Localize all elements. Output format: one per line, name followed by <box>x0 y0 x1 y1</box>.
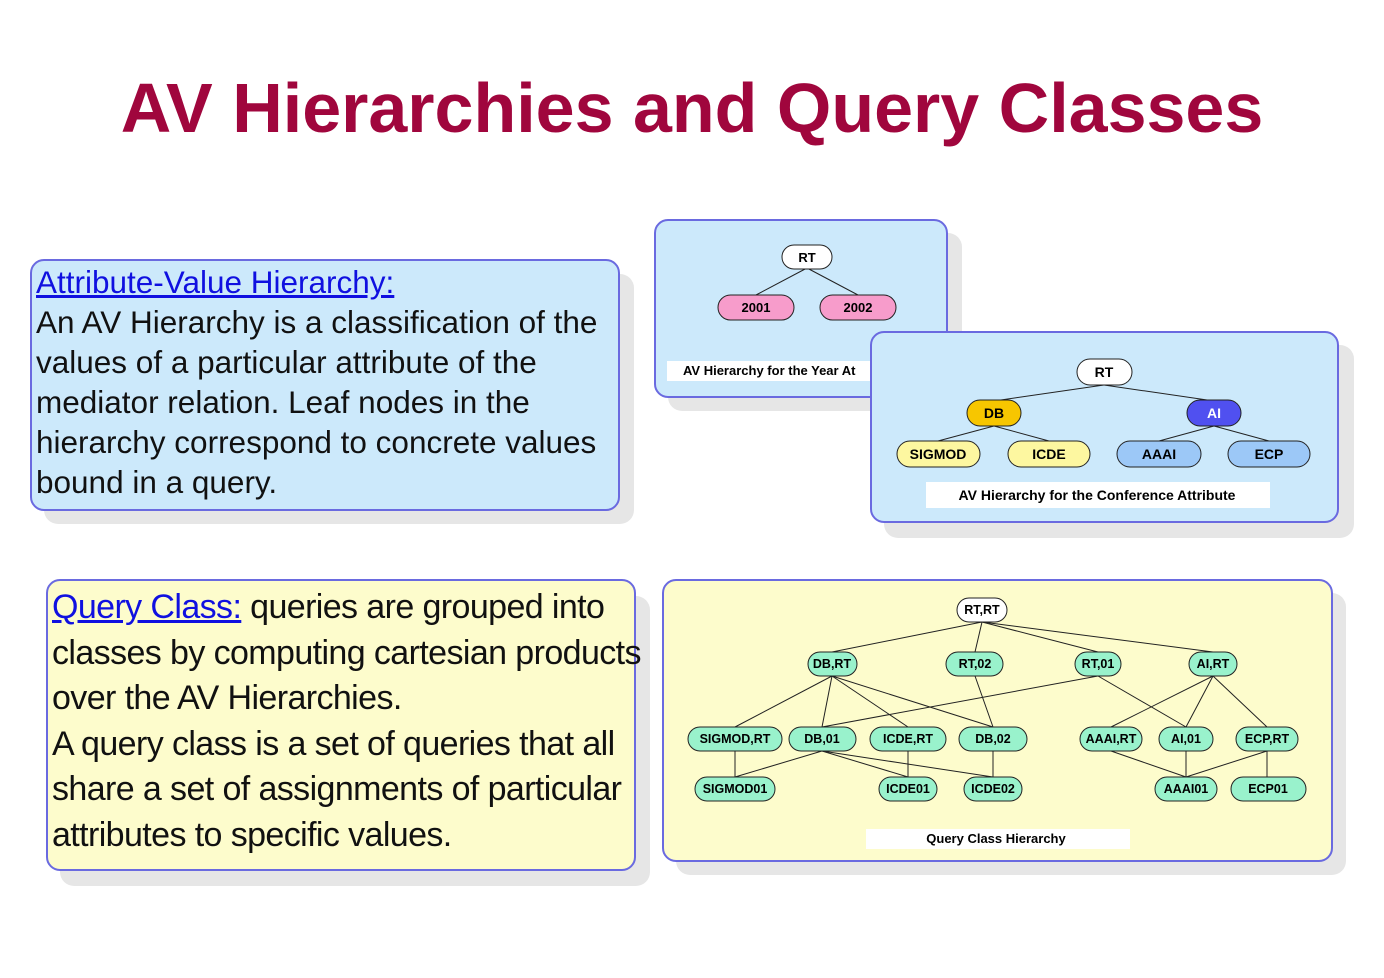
av-definition-text: Attribute-Value Hierarchy: An AV Hierarc… <box>36 262 626 502</box>
svg-text:DB: DB <box>984 405 1004 421</box>
svg-text:AAAI,RT: AAAI,RT <box>1086 732 1137 746</box>
svg-text:AAAI01: AAAI01 <box>1164 782 1209 796</box>
svg-text:SIGMOD01: SIGMOD01 <box>703 782 768 796</box>
qc-node-rt-02: RT,02 <box>945 651 1004 677</box>
svg-text:RT: RT <box>798 250 815 265</box>
av-definition-box <box>30 259 620 511</box>
qc-body-lead: queries are grouped into classes by comp… <box>52 588 642 717</box>
qc-hierarchy-diagram: RT,RT DB,RT RT,02 RT,01 AI,RT SIGMOD,RT … <box>687 597 1307 849</box>
conf-node-ecp: ECP <box>1227 440 1311 468</box>
conf-edge-ai-aaai <box>1158 425 1215 442</box>
svg-text:2001: 2001 <box>742 300 771 315</box>
svg-text:RT: RT <box>1095 364 1114 380</box>
conf-node-root: RT <box>1076 358 1133 386</box>
qc-caption-bg <box>866 829 1130 849</box>
svg-text:ECP: ECP <box>1255 446 1284 462</box>
conf-caption: AV Hierarchy for the Conference Attribut… <box>959 487 1236 503</box>
conf-edge-db-sigmod <box>937 425 995 442</box>
svg-text:ECP,RT: ECP,RT <box>1245 732 1290 746</box>
conf-caption-bg <box>926 482 1270 508</box>
svg-text:AAAI: AAAI <box>1142 446 1176 462</box>
av-heading-link[interactable]: Attribute-Value Hierarchy: <box>36 264 395 300</box>
av-body: An AV Hierarchy is a classification of t… <box>36 304 598 500</box>
qc-edges <box>734 621 1268 778</box>
svg-text:AI,01: AI,01 <box>1171 732 1201 746</box>
svg-text:SIGMOD: SIGMOD <box>910 446 967 462</box>
svg-text:SIGMOD,RT: SIGMOD,RT <box>700 732 771 746</box>
year-edge-root-2002 <box>806 267 859 296</box>
year-caption: AV Hierarchy for the Year At <box>683 363 856 378</box>
year-node-2002: 2002 <box>819 294 897 321</box>
conf-node-aaai: AAAI <box>1116 440 1202 468</box>
qc-node-aaai01: AAAI01 <box>1154 776 1218 802</box>
year-caption-bg <box>667 361 927 381</box>
svg-text:ECP01: ECP01 <box>1248 782 1288 796</box>
conf-edge-root-db <box>993 384 1105 402</box>
conf-edge-db-icde <box>993 425 1050 442</box>
svg-text:ICDE,RT: ICDE,RT <box>883 732 933 746</box>
svg-text:ICDE01: ICDE01 <box>886 782 930 796</box>
svg-text:AI,RT: AI,RT <box>1197 657 1230 671</box>
qc-heading-link[interactable]: Query Class: <box>52 588 242 626</box>
svg-text:ICDE: ICDE <box>1032 446 1065 462</box>
qc-node-rt-rt: RT,RT <box>956 597 1008 623</box>
svg-text:DB,01: DB,01 <box>804 732 839 746</box>
year-edge-root-2001 <box>755 267 808 296</box>
qc-node-rt-01: RT,01 <box>1074 651 1122 677</box>
year-hierarchy-diagram: RT 2001 2002 AV Hierarchy for the Year A… <box>667 244 927 381</box>
qc-node-ecp01: ECP01 <box>1230 776 1307 802</box>
svg-text:DB,02: DB,02 <box>975 732 1010 746</box>
qc-node-icde02: ICDE02 <box>963 776 1023 802</box>
svg-text:RT,02: RT,02 <box>959 657 992 671</box>
year-node-2001: 2001 <box>717 294 795 321</box>
qc-node-db-rt: DB,RT <box>807 651 858 677</box>
svg-text:2002: 2002 <box>844 300 873 315</box>
svg-text:RT,01: RT,01 <box>1082 657 1115 671</box>
qc-definition-text: Query Class: queries are grouped into cl… <box>52 585 652 858</box>
qc-definition-box <box>46 579 636 871</box>
qc-node-icde01: ICDE01 <box>878 776 938 802</box>
svg-text:RT,RT: RT,RT <box>964 603 1000 617</box>
svg-text:ICDE02: ICDE02 <box>971 782 1015 796</box>
qc-node-db-01: DB,01 <box>788 726 857 752</box>
qc-node-ecp-rt: ECP,RT <box>1235 726 1299 752</box>
year-node-root: RT <box>781 244 833 270</box>
qc-caption: Query Class Hierarchy <box>926 831 1066 846</box>
qc-node-ai-01: AI,01 <box>1158 726 1214 752</box>
qc-node-aaai-rt: AAAI,RT <box>1079 726 1143 752</box>
qc-node-sigmod01: SIGMOD01 <box>694 776 776 802</box>
qc-body-rest: A query class is a set of queries that a… <box>52 724 622 854</box>
qc-node-db-02: DB,02 <box>958 726 1028 752</box>
conf-hierarchy-diagram: RT DB AI SIGMOD ICDE AAAI ECP AV Hierarc… <box>896 358 1311 508</box>
conf-edge-ai-ecp <box>1213 425 1270 442</box>
conf-edge-root-ai <box>1103 384 1215 402</box>
conf-node-db: DB <box>966 399 1022 427</box>
svg-text:AI: AI <box>1207 405 1221 421</box>
qc-node-sigmod-rt: SIGMOD,RT <box>687 726 783 752</box>
conf-node-ai: AI <box>1186 399 1242 427</box>
qc-node-ai-rt: AI,RT <box>1188 651 1238 677</box>
conf-node-icde: ICDE <box>1007 440 1091 468</box>
svg-text:DB,RT: DB,RT <box>813 657 852 671</box>
qc-node-icde-rt: ICDE,RT <box>869 726 947 752</box>
conf-node-sigmod: SIGMOD <box>896 440 981 468</box>
page-title: AV Hierarchies and Query Classes <box>120 69 1264 147</box>
